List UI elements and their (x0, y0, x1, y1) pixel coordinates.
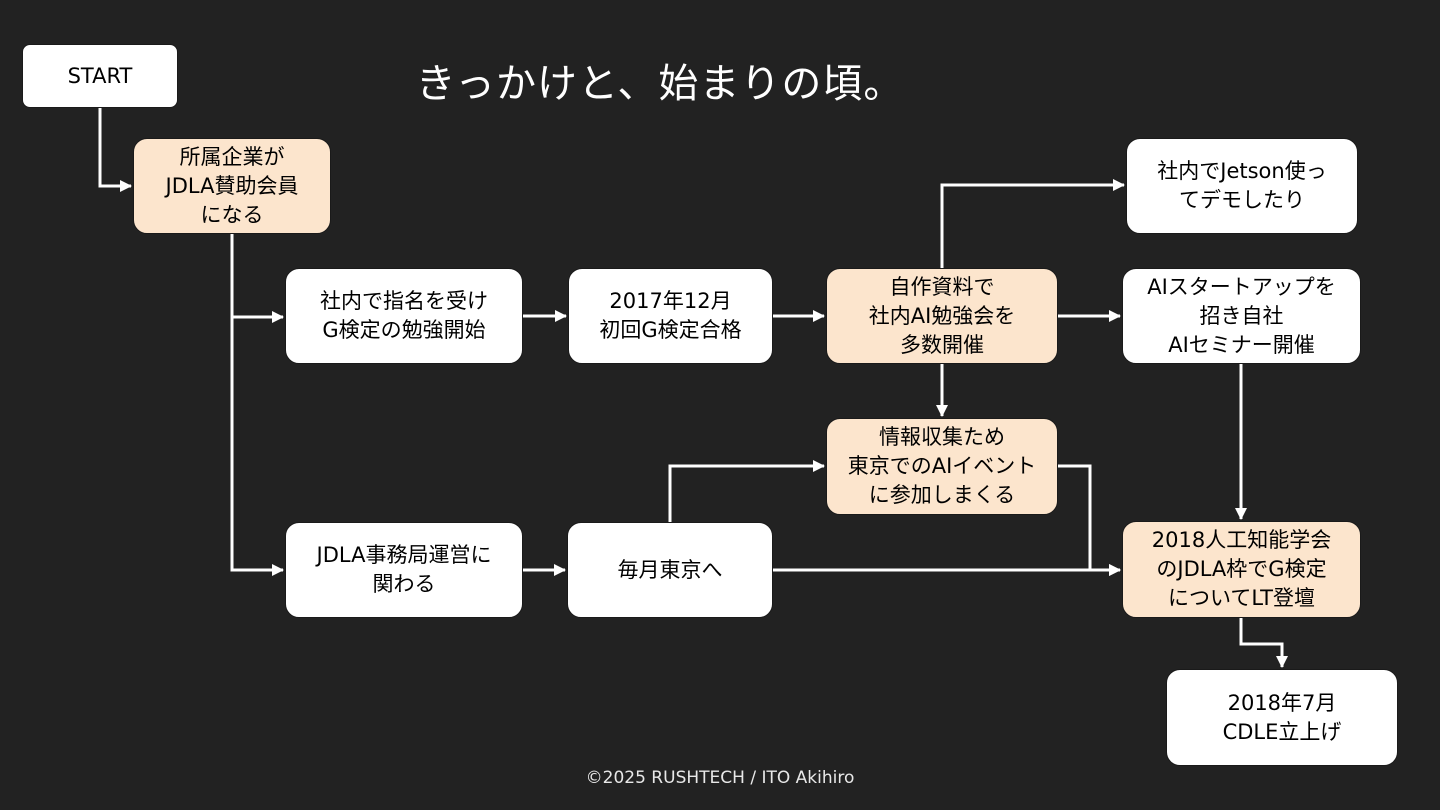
arrow-start-to-member (98, 108, 132, 192)
arrow-lt-to-cdle (1239, 618, 1288, 668)
node-study-sessions: 自作資料で 社内AI勉強会を 多数開催 (826, 268, 1058, 364)
node-lt-talk: 2018人工知能学会 のJDLA枠でG検定 についてLT登壇 (1122, 521, 1361, 618)
node-ai-events: 情報収集ため 東京でのAIイベント に参加しまくる (826, 418, 1058, 515)
node-jdla-office: JDLA事務局運営に 関わる (285, 522, 523, 618)
arrow-member-to-office (230, 317, 284, 576)
arrow-member-to-study (230, 234, 284, 323)
node-monthly-tokyo: 毎月東京へ (567, 522, 773, 618)
arrow-events-to-lt (1058, 464, 1121, 576)
node-study-start: 社内で指名を受け G検定の勉強開始 (285, 268, 523, 364)
slide-title: きっかけと、始まりの頃。 (415, 61, 905, 107)
arrow-monthly-to-events (668, 460, 825, 522)
copyright-footer: ©2025 RUSHTECH / ITO Akihiro (585, 768, 855, 788)
node-jetson-demo: 社内でJetson使っ てデモしたり (1126, 138, 1358, 234)
node-start: START (22, 44, 178, 108)
node-jdla-member: 所属企業が JDLA賛助会員 になる (133, 138, 331, 234)
node-startup-seminar: AIスタートアップを 招き自社 AIセミナー開催 (1122, 268, 1361, 364)
node-first-pass: 2017年12月 初回G検定合格 (568, 268, 773, 364)
node-cdle-launch: 2018年7月 CDLE立上げ (1166, 669, 1398, 766)
arrow-sessions-to-jetson (940, 179, 1125, 268)
